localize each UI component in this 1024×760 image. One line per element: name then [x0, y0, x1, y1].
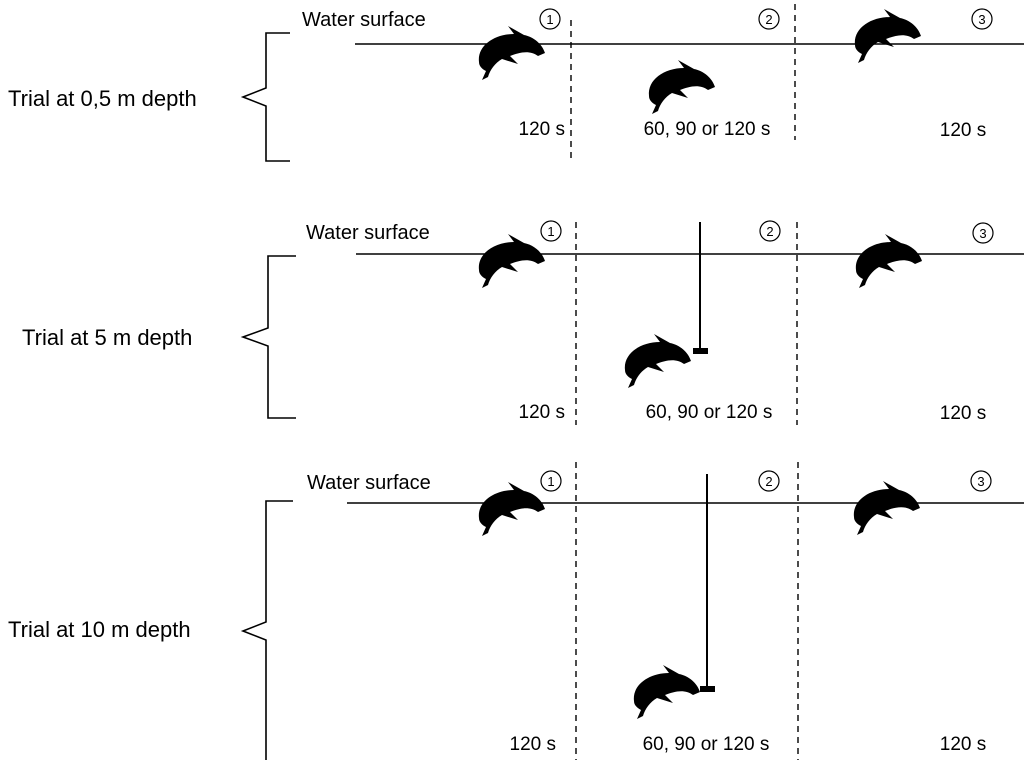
- trial-brace: [240, 255, 296, 419]
- phase-duration: 120 s: [519, 402, 565, 423]
- trial-label: Trial at 5 m depth: [22, 325, 192, 350]
- phase-marker-1: 1: [540, 470, 562, 492]
- phase-duration: 120 s: [510, 734, 556, 755]
- dolphin-icon: [853, 481, 921, 535]
- trial-label: Trial at 0,5 m depth: [8, 86, 197, 111]
- dolphin-icon: [624, 334, 692, 388]
- underwater-station-icon: [693, 222, 708, 354]
- trial-10m: Trial at 10 m depth Water surface 1 2 3 …: [8, 462, 1024, 760]
- phase-number: 2: [765, 12, 772, 27]
- phase-marker-2: 2: [759, 220, 781, 242]
- phase-number: 1: [546, 12, 553, 27]
- water-surface-label: Water surface: [306, 222, 430, 244]
- phase-number: 3: [977, 474, 984, 489]
- dolphin-icon: [633, 665, 701, 719]
- phase-marker-3: 3: [970, 470, 992, 492]
- phase-duration: 120 s: [940, 120, 986, 141]
- trial-brace: [240, 32, 290, 162]
- phase-duration: 60, 90 or 120 s: [646, 402, 773, 423]
- trial-0-5m: Trial at 0,5 m depth Water surface 1 2 3…: [8, 4, 1024, 162]
- dolphin-icon: [478, 26, 546, 80]
- dolphin-icon: [854, 9, 922, 63]
- phase-number: 3: [978, 12, 985, 27]
- water-surface-label: Water surface: [307, 472, 431, 494]
- dolphin-icon: [478, 234, 546, 288]
- phase-number: 2: [766, 224, 773, 239]
- trial-label: Trial at 10 m depth: [8, 617, 191, 642]
- phase-marker-3: 3: [971, 8, 993, 30]
- phase-duration: 120 s: [940, 403, 986, 424]
- trial-brace: [240, 500, 293, 760]
- phase-duration: 120 s: [519, 119, 565, 140]
- phase-duration: 120 s: [940, 734, 986, 755]
- dolphin-icon: [855, 234, 923, 288]
- phase-marker-3: 3: [972, 222, 994, 244]
- phase-marker-1: 1: [539, 8, 561, 30]
- water-surface-label: Water surface: [302, 9, 426, 31]
- phase-marker-2: 2: [758, 8, 780, 30]
- phase-duration: 60, 90 or 120 s: [644, 119, 771, 140]
- dolphin-icon: [478, 482, 546, 536]
- phase-number: 1: [547, 224, 554, 239]
- phase-number: 1: [547, 474, 554, 489]
- phase-number: 2: [765, 474, 772, 489]
- phase-marker-1: 1: [540, 220, 562, 242]
- phase-number: 3: [979, 226, 986, 241]
- dolphin-icon: [648, 60, 716, 114]
- phase-marker-2: 2: [758, 470, 780, 492]
- underwater-station-icon: [700, 474, 715, 692]
- phase-duration: 60, 90 or 120 s: [643, 734, 770, 755]
- trial-5m: Trial at 5 m depth Water surface 1 2 3 1…: [22, 220, 1024, 425]
